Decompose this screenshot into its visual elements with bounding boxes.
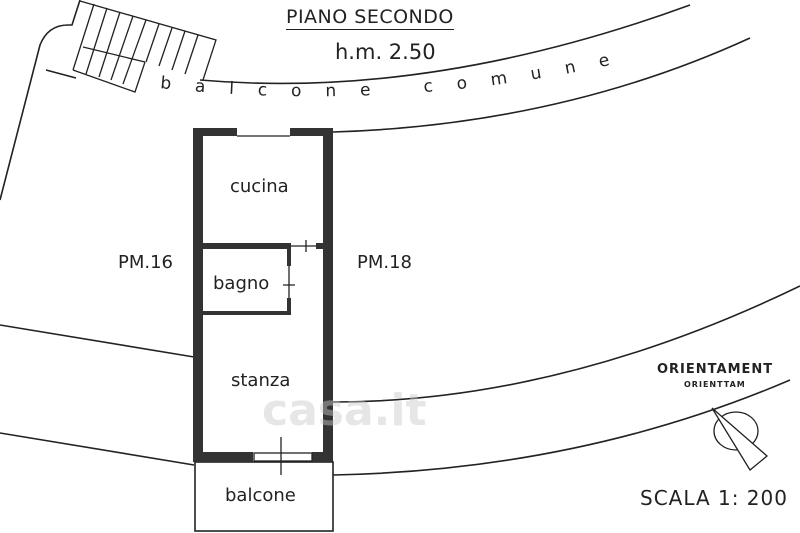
kitchen-door bbox=[291, 240, 316, 252]
orientation-subtitle: ORIENTTAM bbox=[684, 380, 746, 389]
right-curve bbox=[332, 379, 791, 476]
boundary-line bbox=[0, 0, 81, 201]
scale-label: SCALA 1: 200 bbox=[640, 486, 788, 510]
compass-icon bbox=[711, 407, 769, 471]
neighbor-left: PM.16 bbox=[118, 252, 174, 273]
window bbox=[253, 452, 313, 462]
balcony-upper-curve bbox=[199, 4, 691, 85]
orientation-title: ORIENTAMENT bbox=[657, 362, 774, 377]
right-curve bbox=[332, 285, 800, 403]
room-stanza: stanza bbox=[231, 370, 291, 391]
walls bbox=[193, 128, 333, 462]
floor-title: PIANO SECONDO bbox=[286, 6, 454, 30]
neighbor-right: PM.18 bbox=[357, 252, 413, 273]
watermark: casa.it bbox=[262, 385, 427, 436]
room-cucina: cucina bbox=[230, 176, 289, 197]
stairs bbox=[72, 0, 217, 93]
balcony-lower-curve bbox=[332, 37, 751, 133]
left-neighbor-line bbox=[0, 324, 195, 358]
ceiling-height: h.m. 2.50 bbox=[335, 40, 436, 64]
balcony-outline bbox=[194, 461, 334, 532]
left-neighbor-line bbox=[0, 432, 195, 466]
room-bagno: bagno bbox=[213, 273, 270, 294]
boundary-line bbox=[45, 69, 77, 79]
bath-door bbox=[283, 266, 295, 298]
room-balcone: balcone bbox=[225, 485, 296, 506]
